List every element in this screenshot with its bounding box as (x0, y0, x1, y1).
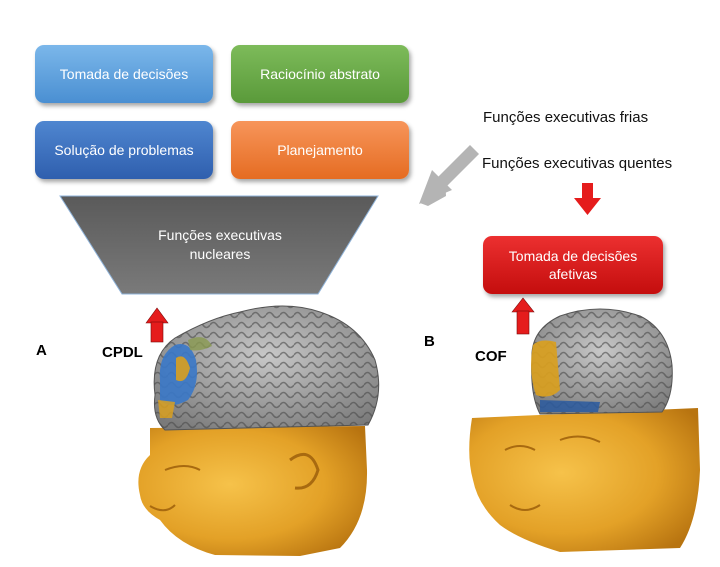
cof-region (531, 340, 560, 397)
box-tomada-label: Tomada de decisões (59, 66, 189, 82)
head-left (138, 426, 368, 556)
box-planejamento: Planejamento (231, 121, 409, 179)
label-a: A (36, 342, 47, 359)
box-tomada-de-decisoes: Tomada de decisões (35, 45, 213, 103)
box-solucao-label: Solução de problemas (54, 142, 194, 158)
funnel-label: Funções executivas nucleares (158, 227, 282, 262)
box-tomada-de-decisoes-afetivas: Tomada de decisões afetivas (483, 236, 663, 294)
cold-arrow (419, 145, 479, 206)
box-solucao-de-problemas: Solução de problemas (35, 121, 213, 179)
funnel-label-box: Funções executivas nucleares (130, 220, 310, 270)
box-raciocinio-label: Raciocínio abstrato (260, 66, 380, 82)
hot-arrow (574, 183, 601, 215)
brain-right (531, 308, 673, 415)
box-afetivas-label: Tomada de decisões afetivas (508, 248, 638, 282)
label-cpdl: CPDL (102, 344, 143, 361)
head-right (469, 408, 700, 552)
funnel-shape (59, 195, 379, 295)
legend-frias: Funções executivas frias (483, 109, 649, 126)
cpdl-arrow (145, 307, 169, 343)
label-b: B (424, 333, 435, 350)
box-raciocinio-abstrato: Raciocínio abstrato (231, 45, 409, 103)
label-cof: COF (475, 348, 507, 365)
brain-left (153, 305, 380, 431)
legend-quentes: Funções executivas quentes (482, 155, 673, 172)
cof-arrow (511, 297, 535, 335)
box-planejamento-label: Planejamento (277, 142, 363, 158)
